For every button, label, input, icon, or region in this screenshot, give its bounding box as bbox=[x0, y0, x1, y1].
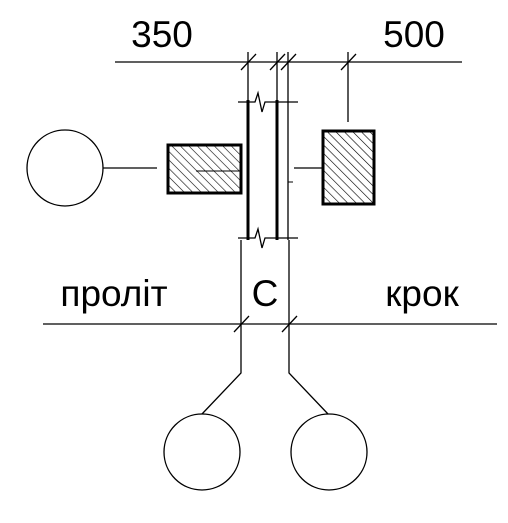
left-axis-marker bbox=[26, 129, 157, 207]
wall-section bbox=[238, 90, 298, 330]
dimension-left-value: 350 bbox=[131, 14, 193, 55]
dimension-line-top bbox=[115, 52, 462, 122]
label-center: C bbox=[252, 273, 279, 314]
dimension-right-value: 500 bbox=[383, 14, 445, 55]
dimension-line-bottom bbox=[43, 315, 497, 333]
bottom-axis-markers bbox=[163, 330, 368, 491]
left-beam-section bbox=[166, 143, 243, 195]
label-left: проліт bbox=[60, 273, 167, 314]
right-beam-section bbox=[294, 129, 376, 206]
label-right: крок bbox=[385, 273, 459, 314]
